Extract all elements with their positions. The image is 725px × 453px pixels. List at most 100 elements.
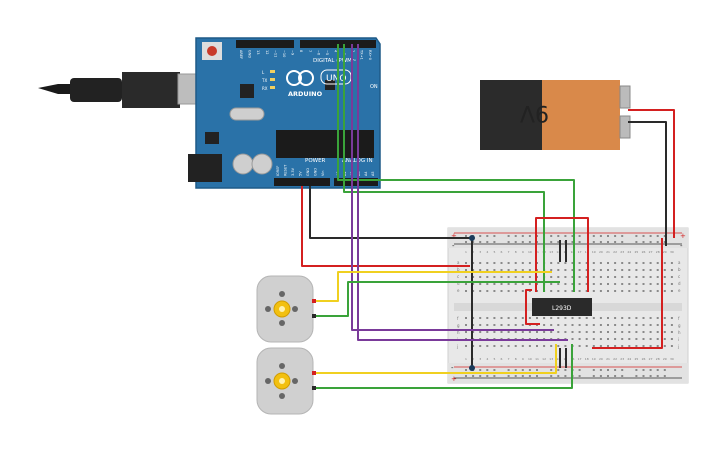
l293d-ic[interactable]: L293D <box>532 298 592 316</box>
hole <box>585 269 588 271</box>
hole <box>628 290 631 292</box>
hole <box>614 283 617 285</box>
hole <box>614 317 617 319</box>
hole <box>465 345 467 347</box>
hole <box>550 290 553 292</box>
hole <box>479 283 482 285</box>
hole <box>472 331 475 333</box>
column-number: 18 <box>585 357 589 361</box>
hole <box>465 269 467 271</box>
power-pin-label: 3.3V <box>291 167 295 176</box>
column-number: 8 <box>515 250 517 254</box>
hole <box>571 290 574 292</box>
column-number: 27 <box>649 357 653 361</box>
hole <box>628 269 631 271</box>
battery-9v[interactable]: 9V <box>480 80 631 150</box>
hole <box>607 345 609 347</box>
hole <box>578 269 581 271</box>
rail-hole <box>578 369 581 371</box>
row-letter: g <box>678 323 681 328</box>
dc-motor-2[interactable] <box>256 347 316 415</box>
hole <box>670 338 673 340</box>
hole <box>564 331 567 333</box>
hole <box>621 290 624 292</box>
rail-hole <box>472 241 475 243</box>
hole <box>663 324 666 326</box>
rail-hole <box>607 369 609 371</box>
hole <box>599 276 602 278</box>
hole <box>670 269 673 271</box>
dc-motor-1[interactable] <box>256 275 316 343</box>
hole <box>599 345 602 347</box>
hole <box>585 262 588 264</box>
hole <box>614 338 617 340</box>
led <box>270 78 275 81</box>
hole <box>621 324 624 326</box>
hole <box>571 276 574 278</box>
hole <box>528 269 531 271</box>
hole <box>578 345 581 347</box>
wire-motor2-green <box>316 344 573 389</box>
hole <box>642 324 645 326</box>
hole <box>635 283 638 285</box>
hole <box>599 317 602 319</box>
wire-motor1-green <box>316 281 560 317</box>
top-pin-label: 12 <box>265 50 269 54</box>
hole <box>486 262 489 264</box>
column-number: 4 <box>486 250 488 254</box>
wires <box>301 44 675 389</box>
hole <box>649 290 652 292</box>
hole <box>663 276 666 278</box>
rail-hole <box>656 375 659 377</box>
hole <box>472 345 475 347</box>
row-letter: d <box>678 281 681 286</box>
column-number: 11 <box>535 250 539 254</box>
hole <box>507 345 510 347</box>
rail-hole <box>642 235 645 237</box>
on-label: ON <box>370 84 378 90</box>
wire-green-1 <box>337 44 575 292</box>
wire-motor1-yellow <box>316 271 552 302</box>
hole <box>528 317 531 319</box>
hole <box>557 345 560 347</box>
hole <box>649 345 652 347</box>
hole <box>550 324 553 326</box>
column-number: 21 <box>606 357 610 361</box>
hole <box>670 324 673 326</box>
hole <box>507 324 510 326</box>
hole <box>479 331 482 333</box>
rail-plus-top-right: + <box>680 232 686 240</box>
wire-purple-2 <box>357 44 568 341</box>
hole <box>507 283 510 285</box>
hole <box>614 262 617 264</box>
hole <box>607 269 609 271</box>
column-number: 20 <box>599 357 603 361</box>
power-pin-label: GND <box>306 168 310 176</box>
hole <box>521 283 524 285</box>
rail-hole <box>614 235 617 237</box>
row-letter: b <box>678 267 681 272</box>
hole <box>656 345 659 347</box>
digital-label: DIGITAL (PWM~) <box>313 58 359 64</box>
row-letter: g <box>457 323 460 328</box>
hole <box>536 331 538 333</box>
rail-hole <box>607 241 609 243</box>
hole <box>614 276 617 278</box>
rail-hole <box>592 235 595 237</box>
hole <box>479 317 482 319</box>
rail-hole <box>557 369 560 371</box>
hole <box>486 345 489 347</box>
hole <box>557 324 560 326</box>
hole <box>521 324 524 326</box>
hole <box>585 317 588 319</box>
hole <box>585 276 588 278</box>
top-pin-label: TX→1 <box>359 49 363 60</box>
column-number: 22 <box>613 357 617 361</box>
rail-hole <box>521 369 524 371</box>
rail-hole <box>528 235 531 237</box>
hole <box>656 283 659 285</box>
rail-hole <box>521 241 524 243</box>
hole <box>521 262 524 264</box>
hole <box>571 324 574 326</box>
